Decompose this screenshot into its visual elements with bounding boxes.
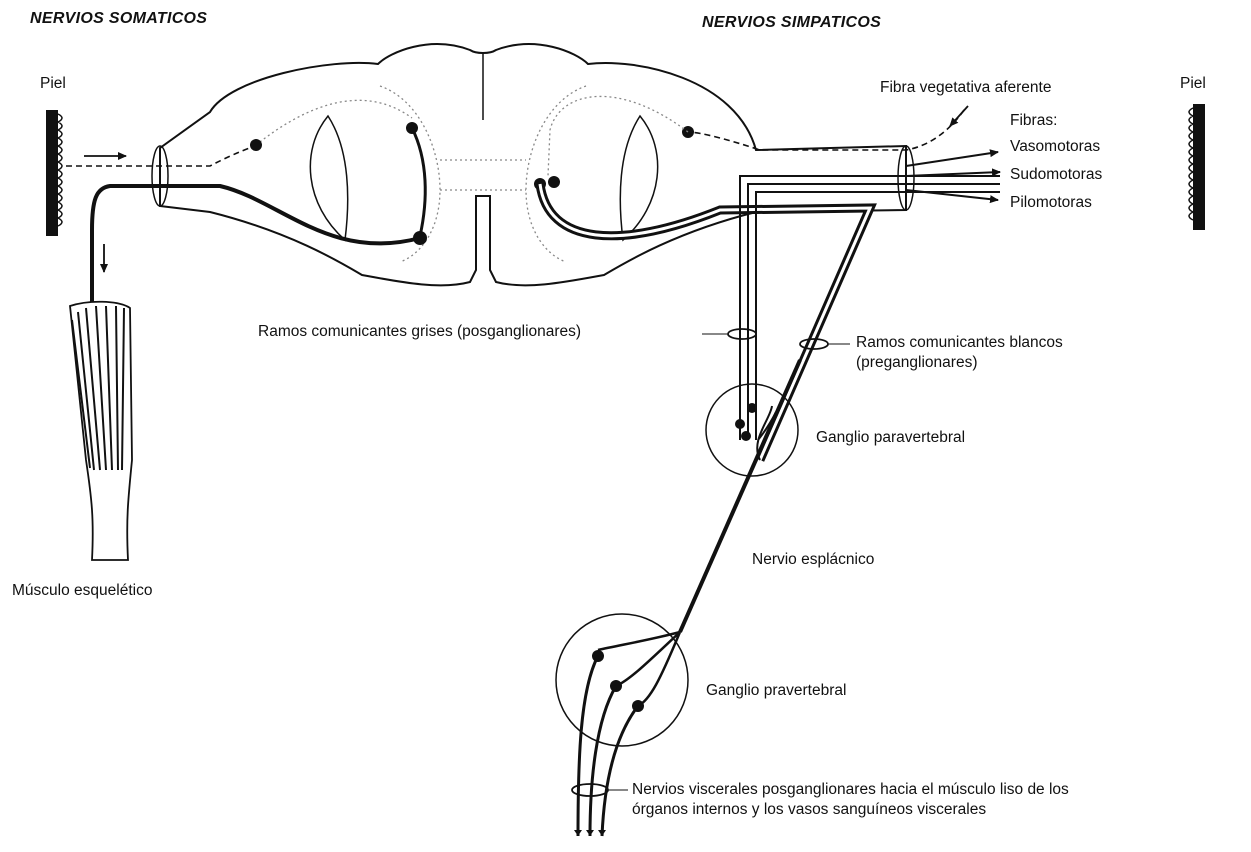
label-gray-rami: Ramos comunicantes grises (posganglionar… [258,322,581,342]
dorsal-horn-left [310,116,347,240]
header-sympathetic: NERVIOS SIMPATICOS [702,14,881,32]
paravertebral-neuron-b [741,431,751,441]
dorsal-horn-right [620,116,657,240]
label-skin-left: Piel [40,74,66,94]
label-white-rami: Ramos comunicantes blancos (pregangliona… [856,333,1063,373]
label-skin-right: Piel [1180,74,1206,94]
somatic-interneuron [412,128,425,236]
label-sudomotor: Sudomotoras [1010,165,1102,185]
label-fibers-title: Fibras: [1010,111,1057,131]
paravertebral-neuron-c [747,403,757,413]
paravertebral-neuron-a [735,419,745,429]
visceral-afferent-central [548,96,688,176]
header-somatic: NERVIOS SOMATICOS [30,10,207,28]
label-prevertebral-ganglion: Ganglio pravertebral [706,681,846,701]
skin-left [46,110,58,236]
skin-left-wavy [58,114,62,226]
label-afferent-fiber: Fibra vegetativa aferente [880,78,1051,98]
label-skeletal-muscle: Músculo esquelético [12,581,152,601]
spinal-cord [152,44,914,285]
label-visceral-nerves: Nervios viscerales posganglionares hacia… [632,780,1069,820]
preganglionic-fibers-inner [540,184,870,460]
dorsal-root-ganglion-left [250,139,262,151]
visceral-afferent-arrow [950,106,968,126]
skin-right [1193,104,1205,230]
somatic-afferent-central [256,100,412,145]
skin-right-wavy [1189,108,1193,220]
vasomotor-fiber [906,152,998,166]
paravertebral-ganglion [706,384,798,476]
label-paravertebral-ganglion: Ganglio paravertebral [816,428,965,448]
sympathetic-pathway [534,96,1205,836]
gray-rami-ring [728,329,756,339]
spinal-cord-outline [160,44,906,285]
lateral-horn-neuron-b [548,176,560,188]
label-splanchnic-nerve: Nervio esplácnico [752,550,874,570]
label-pilomotor: Pilomotoras [1010,193,1092,213]
label-vasomotor: Vasomotoras [1010,137,1100,157]
visceral-afferent-fiber [688,110,964,150]
somatic-efferent-fiber [92,186,420,320]
